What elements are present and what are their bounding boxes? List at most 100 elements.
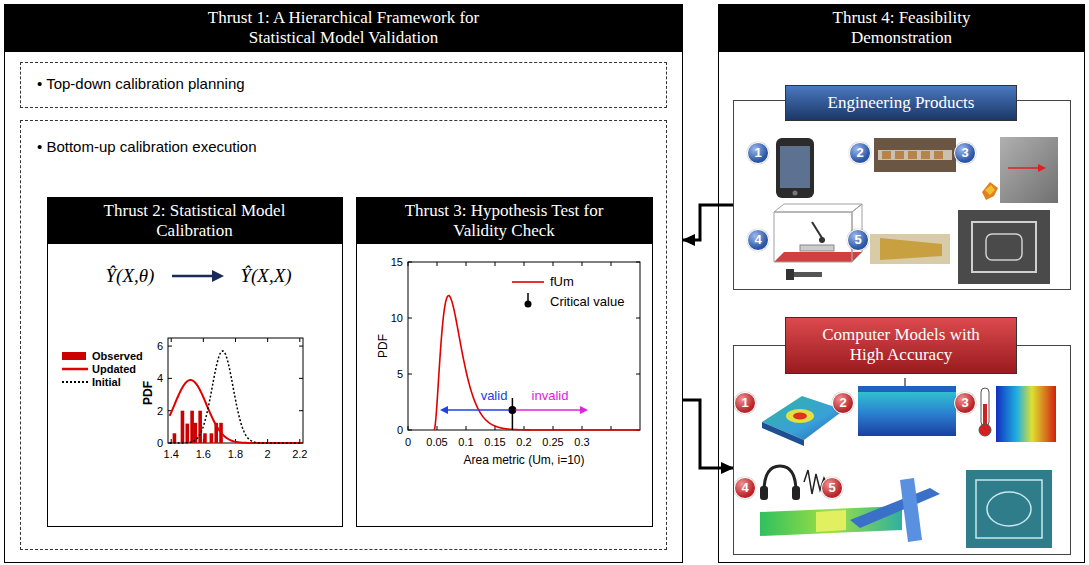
callout-number: 2 — [850, 143, 870, 163]
calibration-chart-part — [168, 378, 172, 379]
calibration-chart-part — [235, 338, 236, 342]
hypothesis-chart-part — [408, 426, 409, 430]
tick-label: 1.8 — [228, 448, 243, 461]
hypothesis-chart-part — [466, 426, 467, 430]
callout-number: 3 — [954, 142, 976, 164]
legend-label: fUm — [550, 275, 574, 290]
axis-title: PDF — [377, 334, 391, 358]
step-label: • Top-down calibration planning — [21, 63, 666, 93]
calibration-chart-part — [173, 433, 177, 443]
circuit-photo-part — [895, 151, 904, 159]
drop-test-rig-part — [774, 252, 862, 262]
formula: Ŷ(X,θ) — [106, 265, 155, 287]
thermal-model-part — [996, 386, 1056, 442]
tick-label: 5 — [397, 368, 403, 381]
tick-label: 2 — [265, 448, 271, 461]
panel-heading: Thrust 2: Statistical Model Calibration — [48, 198, 342, 245]
circuit-photo-part — [882, 151, 891, 159]
calibration-chart-part — [203, 433, 207, 443]
category-box: Engineering Products12345 — [733, 100, 1071, 290]
circuit-photo-part — [878, 150, 952, 160]
panel-heading: Thrust 3: Hypothesis Test for Validity C… — [357, 198, 652, 245]
callout-number: 5 — [847, 229, 869, 251]
formula-arrow-part — [172, 275, 214, 278]
cross-section-model — [858, 378, 956, 436]
thermal-model-part — [979, 424, 991, 436]
callout-number: 2 — [849, 142, 871, 164]
phone-picture-part — [776, 138, 814, 198]
sensor-photo — [870, 210, 1050, 284]
sensor-photo-part — [870, 234, 950, 264]
calibration-chart-part — [190, 411, 194, 443]
phone-picture-part — [793, 191, 798, 196]
flow-arrow — [683, 400, 733, 468]
calibration-chart-part — [210, 433, 214, 443]
hypothesis-chart-part — [408, 262, 409, 266]
hypothesis-chart-part — [582, 262, 583, 266]
circuit-photo-part — [874, 138, 956, 172]
callout-number: 4 — [747, 229, 769, 251]
legend-sample-part — [62, 368, 88, 371]
callout-number: 2 — [832, 392, 854, 414]
axis-title: PDF — [142, 381, 156, 405]
calibration-chart — [168, 338, 303, 443]
drop-test-rig-part — [800, 245, 834, 251]
callout-number: 5 — [848, 230, 868, 250]
calibration-chart-part — [168, 346, 172, 347]
legend-label: Initial — [92, 376, 121, 389]
acoustic-model-part — [792, 486, 800, 500]
acoustic-model — [760, 466, 902, 536]
calibration-chart-part — [170, 351, 301, 443]
phone-picture-part — [780, 146, 810, 188]
region-label: invalid — [532, 389, 569, 404]
legend-label: Observed — [92, 350, 143, 363]
beam-model-part — [966, 470, 1052, 548]
tick-label: 15 — [391, 256, 403, 269]
callout-number: 3 — [955, 393, 975, 413]
legend-sample — [62, 372, 96, 392]
hypothesis-chart-part — [611, 262, 612, 266]
tick-label: 0.3 — [574, 436, 589, 449]
callout-number: 4 — [748, 230, 768, 250]
tick-label: 0 — [157, 437, 163, 450]
hypothesis-chart-part — [408, 262, 640, 430]
legend-sample-part — [525, 301, 532, 308]
drop-test-rig-part — [812, 222, 822, 238]
step-box: • Top-down calibration planning — [20, 62, 667, 108]
hypothesis-chart-part — [508, 406, 516, 414]
calibration-chart-part — [170, 380, 301, 443]
impact-plate-picture-part — [982, 182, 998, 200]
tick-label: 0.2 — [516, 436, 531, 449]
beam-model-part — [850, 488, 940, 528]
acoustic-model-part — [816, 510, 846, 532]
cross-section-model-part — [858, 392, 956, 436]
formula-arrow-part — [212, 270, 224, 282]
impact-plate-picture-part — [1008, 167, 1040, 169]
legend-sample — [512, 292, 546, 312]
hypothesis-chart-part — [408, 262, 412, 263]
thermal-model-part — [983, 404, 987, 426]
step-box: • Bottom-up calibration executionThrust … — [20, 120, 667, 550]
formula: Ŷ(X,X) — [240, 265, 291, 287]
hypothesis-chart-part — [434, 296, 640, 430]
circuit-photo — [874, 138, 956, 172]
impact-plate-picture — [982, 137, 1058, 203]
hypothesis-chart-part — [580, 406, 588, 414]
beam-model — [850, 470, 1052, 548]
flow-arrow — [683, 205, 733, 240]
hypothesis-chart-part — [636, 262, 640, 263]
calibration-chart-part — [185, 424, 189, 443]
tick-label: 0.1 — [458, 436, 473, 449]
thrust-panel: Thrust 4: Feasibility DemonstrationEngin… — [718, 4, 1085, 563]
hypothesis-chart-part — [524, 262, 525, 266]
tick-label: 2.2 — [292, 448, 307, 461]
calibration-chart-part — [299, 378, 303, 379]
legend-sample — [512, 272, 546, 292]
impact-plate-picture-part — [985, 185, 995, 195]
legend-sample — [62, 359, 96, 379]
tick-label: 1.4 — [164, 448, 179, 461]
legend-sample-part — [62, 381, 88, 383]
calibration-chart-part — [181, 411, 185, 443]
